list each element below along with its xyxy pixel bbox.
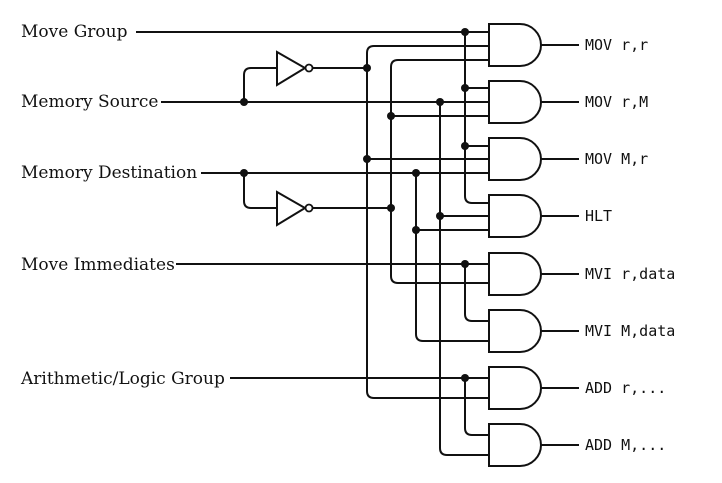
input-label-alu-group: Arithmetic/Logic Group [20, 369, 225, 389]
and-gates: MOV r,r MOV r,M MOV M,r HLT MVI r,data M… [488, 23, 675, 467]
output-label: ADD M,... [585, 436, 666, 454]
junction-dot [436, 212, 444, 220]
input-label-move-immediates: Move Immediates [21, 255, 175, 275]
junction-dot [461, 142, 469, 150]
and-gate-add-m: ADD M,... [488, 423, 666, 467]
input-label-memory-source: Memory Source [21, 92, 159, 112]
junctions [240, 28, 469, 382]
inversion-bubble [304, 63, 314, 73]
and-gate-icon [488, 194, 542, 238]
junction-dot [461, 374, 469, 382]
wire-memory-source-branch [243, 67, 277, 102]
output-label: MOV r,r [585, 36, 648, 54]
and-gate-mov-r-m: MOV r,M [488, 80, 648, 124]
inverter-memory-destination [276, 190, 314, 227]
wire-memory-destination-branch [243, 173, 277, 209]
junction-dot [240, 98, 248, 106]
output-label: MVI M,data [585, 322, 675, 340]
wire-alu-group-branch [464, 378, 489, 436]
bus-move-group [464, 32, 489, 204]
and-gate-hlt: HLT [488, 194, 612, 238]
output-label: MOV r,M [585, 93, 648, 111]
junction-dot [363, 64, 371, 72]
output-label: HLT [585, 207, 612, 225]
wires [136, 31, 489, 456]
junction-dot [240, 169, 248, 177]
and-gate-icon [488, 252, 542, 296]
input-label-memory-destination: Memory Destination [21, 163, 197, 183]
wire-move-immediates-branch [464, 264, 489, 322]
output-label: ADD r,... [585, 379, 666, 397]
and-gate-mov-m-r: MOV M,r [488, 137, 648, 181]
bus-memory-destination [415, 173, 489, 342]
and-gate-mov-r-r: MOV r,r [488, 23, 648, 67]
and-gate-icon [488, 80, 542, 124]
not-gate-icon [276, 50, 307, 87]
and-gate-add-r: ADD r,... [488, 366, 666, 410]
and-gate-icon [488, 423, 542, 467]
and-gate-icon [488, 309, 542, 353]
junction-dot [387, 204, 395, 212]
not-gate-icon [276, 190, 307, 227]
and-gate-mvi-m-data: MVI M,data [488, 309, 675, 353]
bus-memory-source [439, 102, 489, 456]
junction-dot [412, 226, 420, 234]
junction-dot [387, 112, 395, 120]
output-label: MVI r,data [585, 265, 675, 283]
bus-not-memory-destination [390, 59, 489, 284]
inversion-bubble [304, 203, 314, 213]
and-gate-icon [488, 23, 542, 67]
and-gate-icon [488, 366, 542, 410]
and-gate-icon [488, 137, 542, 181]
junction-dot [461, 28, 469, 36]
bus-not-memory-source [366, 45, 489, 399]
inverter-memory-source [276, 50, 314, 87]
junction-dot [363, 155, 371, 163]
junction-dot [412, 169, 420, 177]
junction-dot [436, 98, 444, 106]
output-label: MOV M,r [585, 150, 648, 168]
input-label-move-group: Move Group [21, 22, 128, 42]
and-gate-mvi-r-data: MVI r,data [488, 252, 675, 296]
junction-dot [461, 260, 469, 268]
junction-dot [461, 84, 469, 92]
